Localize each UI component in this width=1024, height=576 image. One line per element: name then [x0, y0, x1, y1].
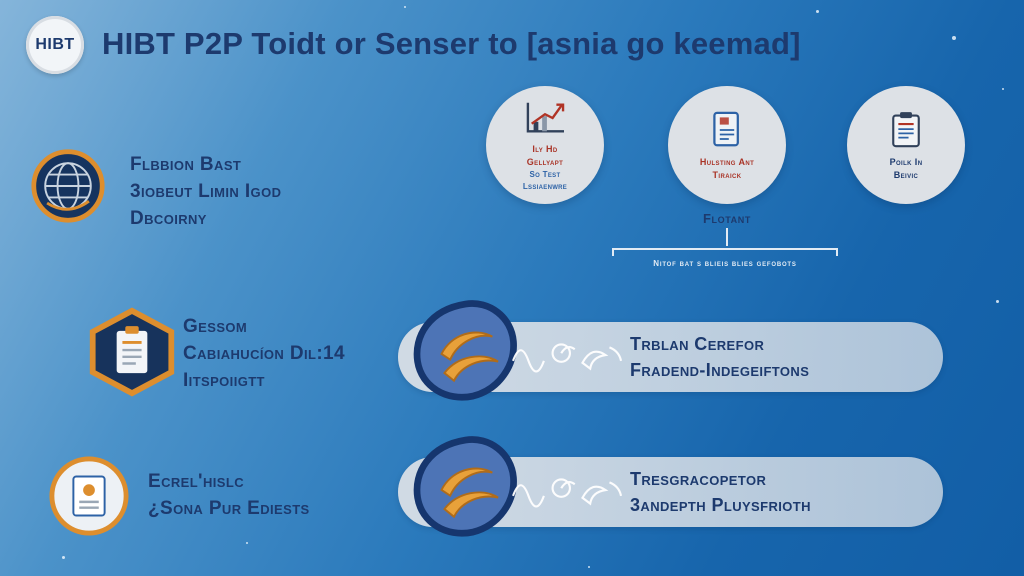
growth-chart-icon — [522, 99, 568, 142]
blob-bananas-icon — [408, 434, 523, 545]
pill-2-line: 3andepth Pluysfrioth — [630, 495, 811, 515]
top-badge-chart: Ily Hd Gellyapt So Test Lssiaenwre — [486, 86, 604, 204]
badge-caption: Hulsting Ant — [699, 156, 755, 167]
pill-1-line: Fradend-Indegeiftons — [630, 360, 810, 380]
feature-3-line: ¿Sona Pur Ediests — [148, 498, 310, 519]
pill-2-text: Tresgracopetor 3andepth Pluysfrioth — [630, 466, 811, 518]
feature-2-text: Gessom Cabiahucíon Dil:14 Iitspoiigtt — [183, 313, 345, 394]
feature-3-text: Ecrel'hislc ¿Sona Pur Ediests — [148, 468, 310, 522]
hibt-logo-badge: HIBT — [26, 16, 84, 74]
flotant-connector — [726, 228, 728, 246]
top-badge-document: Hulsting Ant Tiraick — [668, 86, 786, 204]
badge-caption: Gellyapt — [526, 156, 564, 167]
pill-2-line: Tresgracopetor — [630, 469, 767, 489]
feature-1-text: Flbbion Bast 3iobeut Limin Igod Dbcoirny — [130, 151, 281, 232]
badge-caption: Poilk In — [889, 156, 923, 167]
pill-1-line: Trblan Cerefor — [630, 334, 765, 354]
feature-2-line: Iitspoiigtt — [183, 370, 265, 391]
badge-subcaption: Lssiaenwre — [522, 181, 568, 191]
badge-subcaption: So Test — [529, 169, 561, 179]
doodle-icons — [505, 330, 631, 389]
clipboard-hexagon-icon — [86, 306, 178, 403]
decor-dot — [996, 300, 999, 303]
decor-dot — [588, 566, 590, 568]
badge-caption: Tiraick — [712, 169, 742, 180]
feature-1-line: Flbbion Bast — [130, 154, 242, 175]
feature-3-line: Ecrel'hislc — [148, 471, 244, 492]
decor-dot — [952, 36, 956, 40]
decor-dot — [62, 556, 65, 559]
decor-dot — [246, 542, 248, 544]
top-badge-clipboard: Poilk In Beivic — [847, 86, 965, 204]
hibt-logo-text: HIBT — [35, 36, 75, 53]
decor-dot — [816, 10, 819, 13]
blob-bananas-icon — [408, 298, 523, 409]
badge-caption: Beivic — [893, 169, 919, 180]
doodle-icons — [505, 465, 631, 524]
feature-2-line: Cabiahucíon Dil:14 — [183, 343, 345, 364]
document-badge-icon — [48, 455, 130, 542]
globe-icon — [30, 148, 106, 229]
page-title: HIBT P2P Toidt or Senser to [asnia go ke… — [102, 26, 801, 61]
document-icon — [709, 110, 745, 155]
feature-1-line: Dbcoirny — [130, 208, 207, 229]
clipboard-icon — [889, 110, 923, 155]
flotant-note: Nitof bat s blieis blies gefobots — [653, 259, 797, 268]
flotant-bracket — [612, 248, 838, 256]
flotant-label: Flotant — [703, 211, 751, 226]
feature-2-line: Gessom — [183, 316, 248, 337]
decor-dot — [404, 6, 406, 8]
decor-dot — [1002, 88, 1004, 90]
feature-1-line: 3iobeut Limin Igod — [130, 181, 282, 202]
badge-caption: Ily Hd — [532, 143, 558, 154]
pill-1-text: Trblan Cerefor Fradend-Indegeiftons — [630, 331, 809, 383]
